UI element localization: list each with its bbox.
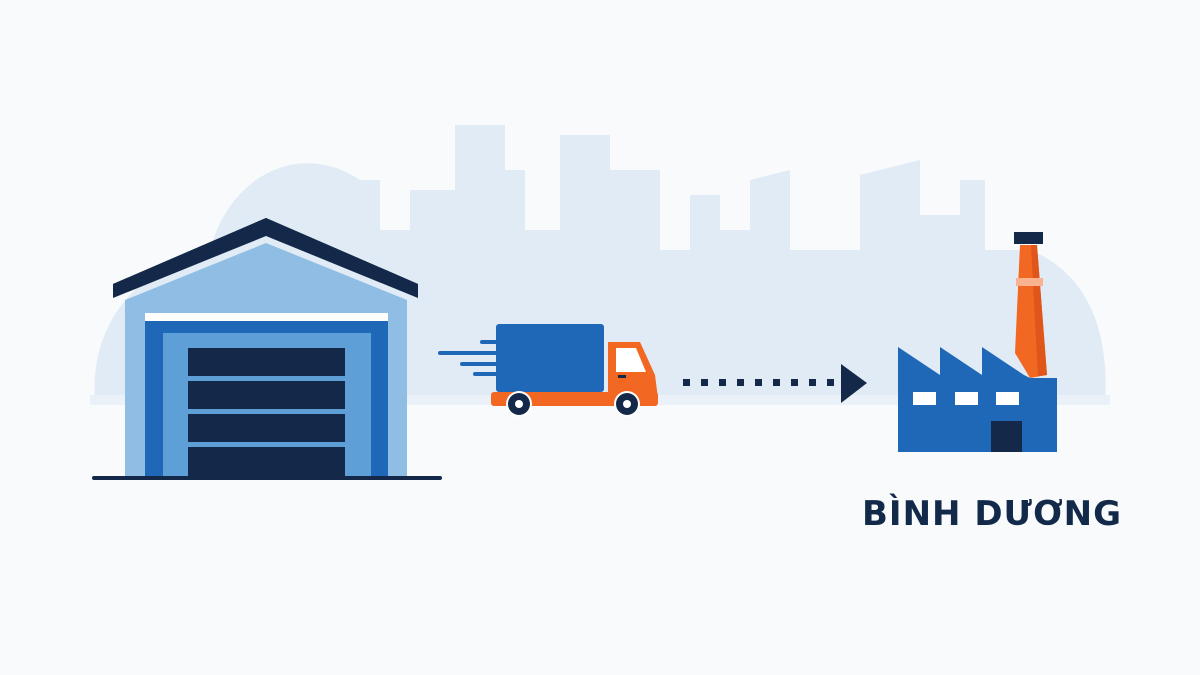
- factory-icon: [898, 232, 1057, 452]
- delivery-truck-icon: [438, 324, 658, 417]
- warehouse-icon: [92, 218, 442, 480]
- destination-label: BÌNH DƯƠNG: [862, 494, 1123, 534]
- dotted-arrow-icon: [683, 364, 867, 403]
